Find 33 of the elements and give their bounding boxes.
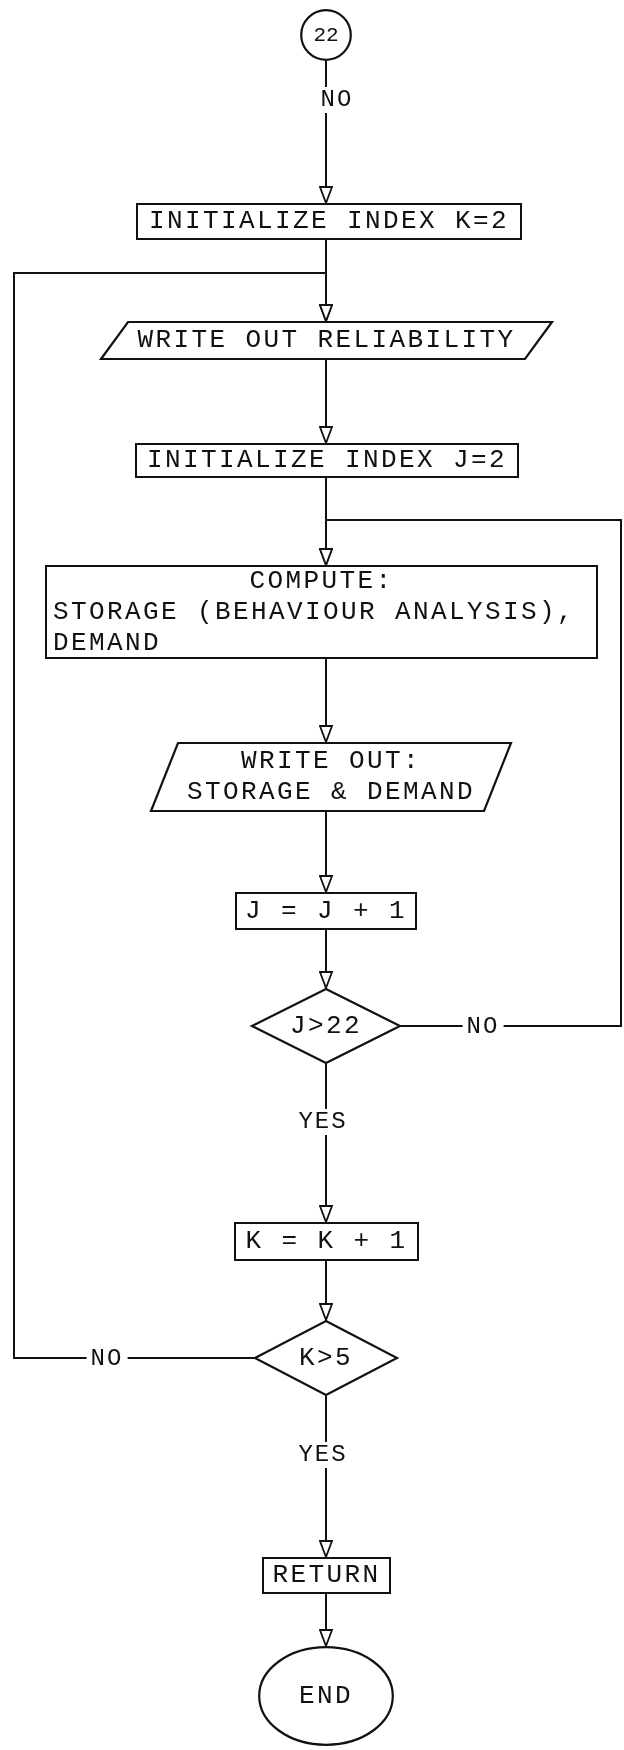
process-box — [135, 443, 519, 478]
node-text: J = J + 1 — [245, 895, 407, 927]
arrow — [319, 658, 333, 743]
input-output-parallelogram — [100, 321, 553, 360]
node-text: END — [299, 1680, 353, 1712]
arrow — [319, 929, 333, 989]
decision-diamond — [254, 1320, 398, 1396]
node-text: WRITE OUT RELIABILITY — [137, 325, 516, 356]
arrow — [319, 359, 333, 444]
node-text: INITIALIZE INDEX J=2 — [146, 445, 508, 476]
node-text: RETURN — [272, 1560, 381, 1591]
decision-diamond — [251, 988, 401, 1064]
node-text: K = K + 1 — [245, 1226, 408, 1257]
connector-circle — [300, 9, 352, 61]
input-output-parallelogram — [150, 742, 512, 812]
process-box — [235, 892, 417, 930]
node-text: J>22 — [290, 1010, 362, 1042]
arrow — [319, 519, 622, 1027]
node-text: STORAGE (BEHAVIOUR ANALYSIS), DEMAND — [52, 596, 577, 659]
node-text: K>5 — [299, 1342, 353, 1374]
node-text: INITIALIZE INDEX K=2 — [148, 206, 510, 237]
node-text: 22 — [313, 22, 339, 49]
arrow — [319, 811, 333, 893]
node-text: WRITE OUT: STORAGE & DEMAND — [185, 746, 476, 808]
heading-text: COMPUTE: — [249, 565, 394, 597]
process-box — [234, 1222, 419, 1261]
process-box — [45, 565, 598, 659]
process-box — [262, 1557, 391, 1594]
arrow — [13, 272, 333, 1359]
arrow — [319, 1260, 333, 1321]
process-box — [136, 203, 522, 240]
arrow — [319, 1593, 333, 1647]
terminal-ellipse — [258, 1646, 394, 1746]
